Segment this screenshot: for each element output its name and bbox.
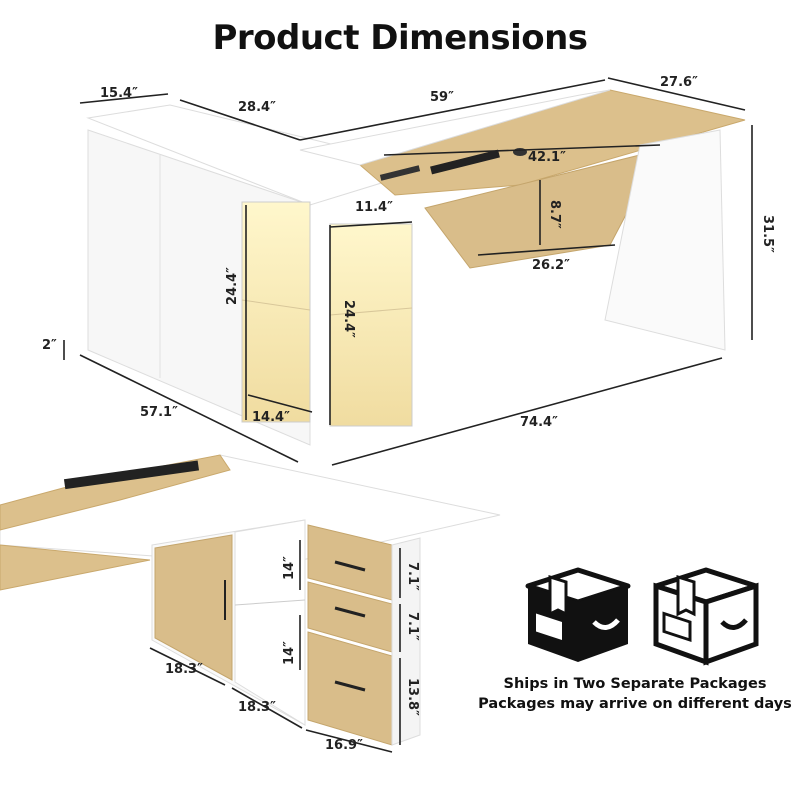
dim-drawer-2: 7.1″ (405, 612, 420, 641)
dim-drawer-1: 7.1″ (405, 562, 420, 591)
cabinet-desk (0, 454, 501, 746)
dim-drawer-3: 13.8″ (405, 678, 420, 716)
dim-keyboard-bottom: 26.2″ (532, 258, 570, 273)
dim-base-height: 2″ (42, 338, 57, 353)
dim-side-length: 57.1″ (140, 405, 178, 420)
dim-shelf-width-top: 11.4″ (355, 200, 393, 215)
dimension-lines-top (63, 77, 753, 466)
open-shelves (234, 519, 306, 726)
package-box-icon (653, 567, 759, 666)
dim-drawer-width: 16.9″ (325, 738, 363, 753)
lit-shelf-left (241, 201, 311, 423)
right-leg (604, 129, 726, 351)
dim-shelf-height-left: 24.4″ (225, 267, 240, 305)
dim-cabinet-shelf-top: 14″ (282, 556, 297, 580)
dim-keyboard-top: 42.1″ (528, 150, 566, 165)
dim-top-left-depth: 15.4″ (100, 86, 138, 101)
dim-cabinet-mid-width: 18.3″ (238, 700, 276, 715)
bottom-keyboard-tray (0, 544, 151, 591)
page-title: Product Dimensions (212, 18, 588, 58)
dim-desk-height: 31.5″ (760, 215, 775, 253)
l-desk (86, 89, 746, 446)
cabinet-door (154, 534, 233, 681)
shipping-note-line1: Ships in Two Separate Packages (503, 676, 767, 692)
dim-shelf-width-bottom: 14.4″ (252, 410, 290, 425)
dim-top-side-depth: 28.4″ (238, 100, 276, 115)
dim-keyboard-height: 8.7″ (547, 200, 562, 229)
dim-shelf-height-right: 24.4″ (341, 300, 356, 338)
dim-top-width: 59″ (430, 90, 454, 105)
dim-top-right-depth: 27.6″ (660, 75, 698, 90)
dimension-lines-bottom (149, 540, 401, 753)
package-box-icon (525, 567, 631, 662)
dim-cabinet-shelf-bottom: 14″ (282, 641, 297, 665)
dim-cabinet-left-width: 18.3″ (165, 662, 203, 677)
dim-total-length: 74.4″ (520, 415, 558, 430)
drawer-3 (307, 631, 393, 746)
shipping-note-line2: Packages may arrive on different days (478, 696, 792, 712)
